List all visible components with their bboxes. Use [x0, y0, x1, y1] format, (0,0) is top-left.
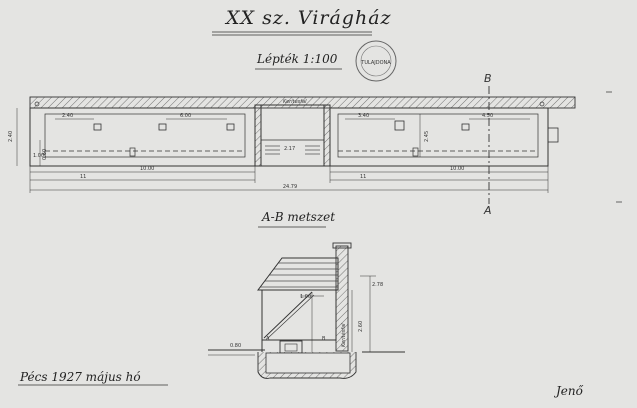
- signature: Jenő: [556, 384, 583, 398]
- section-depth: 0.80: [230, 343, 241, 349]
- title-underlines: [18, 31, 372, 386]
- section-marker-b: B: [484, 72, 492, 85]
- section-level-a: A: [266, 336, 270, 342]
- dim-depth-right: 2.45: [424, 131, 430, 142]
- section-height-wall: 2.60: [358, 321, 364, 332]
- ownership-stamp: TULAJDONA: [355, 40, 397, 82]
- dim-right-wing: 11: [360, 174, 366, 180]
- place-date: Pécs 1927 május hó: [20, 370, 141, 384]
- margin-marks: [606, 91, 622, 203]
- section-marker: B A: [483, 72, 492, 217]
- dim-small-a: 1.00: [33, 153, 44, 159]
- dim-depth-left: 2.40: [8, 131, 14, 142]
- dim-pipe-right-a: 3.40: [358, 113, 369, 119]
- section-level-b: B: [322, 336, 326, 342]
- section-labels: Kerítésfal 2.78 2.60 A B 0.80 1.00: [230, 282, 383, 349]
- section-wall-label: Kerítésfal: [340, 323, 347, 347]
- dim-bed-left: 10.00: [140, 166, 154, 172]
- scale-label: Lépték 1:100: [257, 52, 338, 66]
- stamp-text: TULAJDONA: [360, 60, 391, 66]
- plan-wall-label: Kerítésfal: [283, 98, 307, 105]
- dim-bed-right: 10.00: [450, 166, 464, 172]
- dim-pipe-right-b: 4.50: [482, 113, 493, 119]
- section-title: A-B metszet: [262, 210, 336, 224]
- section-marker-a: A: [483, 204, 492, 217]
- dim-pipe-left-b: 6.00: [180, 113, 191, 119]
- section-view: [208, 242, 405, 379]
- plan-labels: Kerítésfal 24.79 11 11 10.00 10.00 2.40 …: [8, 98, 493, 190]
- section-height-total: 2.78: [372, 282, 383, 288]
- dim-passage: 2.17: [284, 146, 295, 152]
- drawing-title: XX sz. Virágház: [226, 7, 392, 29]
- dim-pipe-left-a: 2.40: [62, 113, 73, 119]
- section-pit: 1.00: [300, 294, 311, 300]
- plan-view: [16, 96, 576, 193]
- dim-total-length: 24.79: [283, 184, 297, 190]
- dim-small-b: 0.60: [42, 149, 48, 160]
- dim-left-wing: 11: [80, 174, 86, 180]
